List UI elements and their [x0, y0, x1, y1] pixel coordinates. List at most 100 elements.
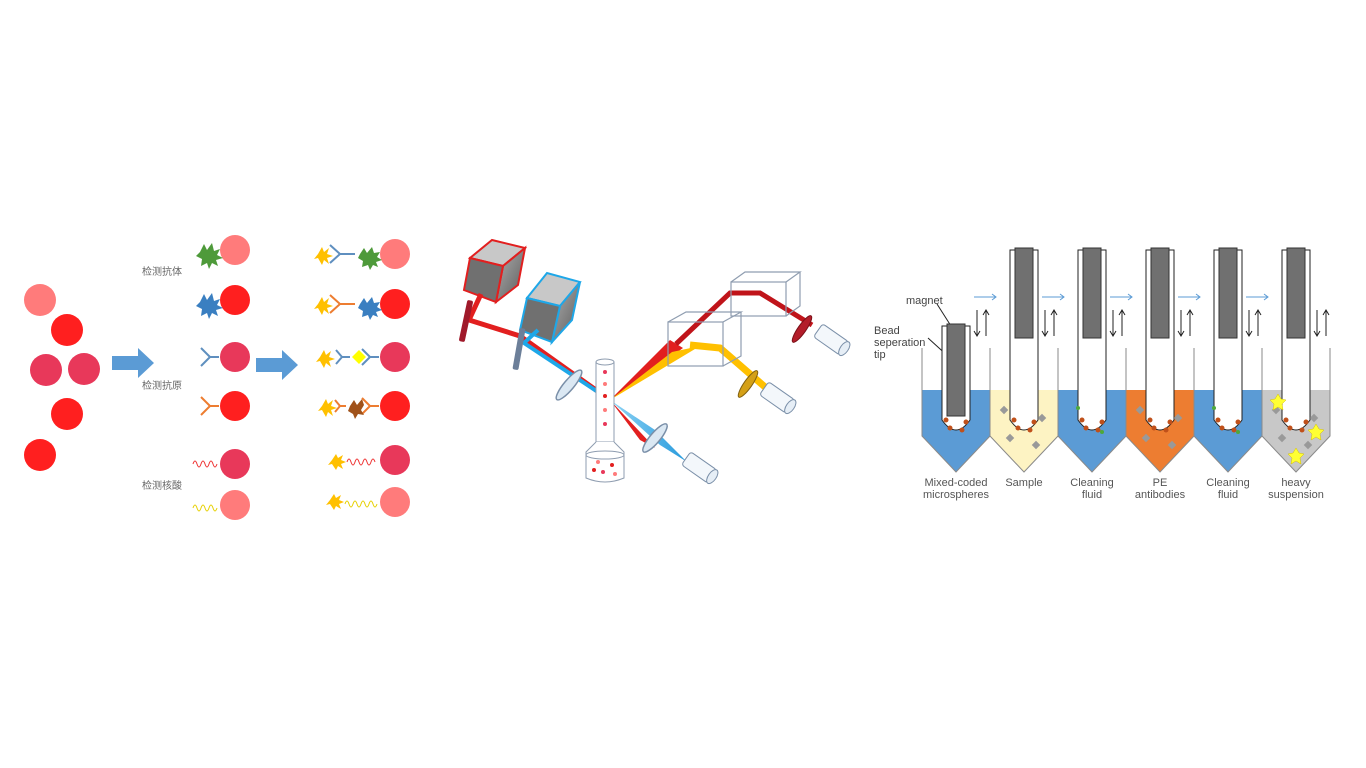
- bead-dot: [1147, 417, 1153, 423]
- up-down-arrow-icon: [1109, 309, 1126, 337]
- nucleic-acid-icon: [344, 500, 378, 508]
- tube-label-line2: fluid: [1082, 489, 1102, 501]
- bead: [220, 235, 250, 265]
- bead-dot: [1151, 425, 1157, 431]
- magnet-rod-icon: [1014, 247, 1034, 339]
- beam-splitter-icon: [730, 271, 802, 317]
- complex-column: [314, 239, 410, 517]
- red-forward-beam: [610, 400, 655, 448]
- up-down-arrow-icon: [1177, 309, 1194, 337]
- bead-dot: [1235, 419, 1241, 425]
- analyte-particle: [1031, 440, 1041, 450]
- fluor-star-icon: [316, 350, 335, 368]
- bead: [220, 449, 250, 479]
- label-bead-separation-tip-line1: Bead: [874, 325, 900, 337]
- tube-label-line2: suspension: [1268, 489, 1324, 501]
- analyte-particle: [1173, 413, 1183, 423]
- detection-antibody-icon: [329, 244, 355, 264]
- bead-dot: [1287, 425, 1293, 431]
- residual-particle: [1212, 406, 1216, 410]
- capture-antibody-icon: [361, 397, 379, 415]
- mirror-icon: [459, 300, 473, 342]
- bead-cluster: [24, 284, 100, 471]
- label-magnet: magnet: [906, 295, 943, 307]
- bead: [30, 354, 62, 386]
- label-detect-antibody: 检测抗体: [142, 265, 182, 278]
- magnet-rod-icon: [1150, 247, 1170, 339]
- bead: [220, 490, 250, 520]
- bead: [380, 289, 410, 319]
- antigen-icon: [358, 297, 382, 320]
- fluorescence-beam: [610, 346, 700, 400]
- magnet-rod-icon: [1286, 247, 1306, 339]
- bead: [380, 487, 410, 517]
- bead: [380, 445, 410, 475]
- analyte-particle: [1167, 440, 1177, 450]
- panel-optical-system: [459, 238, 851, 485]
- fluor-star-icon: [314, 247, 333, 265]
- analyte-particle: [1303, 440, 1313, 450]
- panel-bead-assay: 检测抗体 检测抗原 检测核酸: [24, 235, 410, 520]
- bead-dot: [1303, 419, 1309, 425]
- label-detect-nucleic-acid: 检测核酸: [142, 479, 182, 492]
- tube-label-line2: fluid: [1218, 489, 1238, 501]
- lens-icon: [555, 369, 583, 401]
- tube-label-line1: Cleaning: [1206, 477, 1249, 489]
- tube-label-line1: Cleaning: [1070, 477, 1113, 489]
- pointer-line: [936, 303, 952, 327]
- antigen-icon: [358, 247, 382, 270]
- bead-dot: [1163, 427, 1169, 433]
- magnet-rod-icon: [946, 323, 966, 417]
- fluor-star-icon: [314, 297, 333, 315]
- fluor-star-icon: [318, 399, 337, 417]
- bead-dot: [1027, 427, 1033, 433]
- analyte-particle: [1135, 405, 1145, 415]
- detector-icon: [814, 324, 851, 357]
- bead: [380, 391, 410, 421]
- bead-dot: [1099, 419, 1105, 425]
- bead-dot: [1015, 425, 1021, 431]
- detector-icon: [682, 452, 719, 485]
- nucleic-acid-probe-icon: [192, 504, 218, 512]
- bead-dot: [1083, 425, 1089, 431]
- magnet-rod-icon: [1218, 247, 1238, 339]
- fluor-star-icon: [326, 494, 344, 510]
- flow-arrow-icon: [1178, 293, 1201, 301]
- bead-dot: [1079, 417, 1085, 423]
- flow-cell-flask-icon: [585, 358, 625, 483]
- residual-particle: [1236, 430, 1240, 434]
- analyte-particle: [1277, 433, 1287, 443]
- label-detect-antigen: 检测抗原: [142, 379, 182, 392]
- detector-icon: [760, 382, 797, 415]
- tube-label-line2: antibodies: [1135, 489, 1186, 501]
- analyte-particle: [1141, 433, 1151, 443]
- process-arrow: [112, 348, 154, 378]
- flow-arrow-icon: [1110, 293, 1133, 301]
- analyte-particle: [1037, 413, 1047, 423]
- magnet-rod-icon: [1082, 247, 1102, 339]
- fluor-star-icon: [328, 454, 346, 470]
- detection-antibody-icon: [329, 294, 355, 314]
- bead: [380, 342, 410, 372]
- bead-dot: [1299, 427, 1305, 433]
- bead-dot: [963, 419, 969, 425]
- bead: [380, 239, 410, 269]
- filter-icon: [791, 315, 813, 343]
- detection-antibody-icon: [335, 349, 350, 365]
- filter-icon: [737, 370, 759, 398]
- tube-label-line1: Sample: [1005, 477, 1042, 489]
- up-down-arrow-icon: [973, 309, 990, 337]
- side-scatter-beam: [610, 340, 683, 400]
- bead-dot: [1283, 417, 1289, 423]
- bead: [68, 353, 100, 385]
- pe-fluorescence-star-icon: [1307, 423, 1325, 441]
- tube-label-line2: microspheres: [923, 489, 990, 501]
- bead: [220, 285, 250, 315]
- bead-dot: [943, 417, 949, 423]
